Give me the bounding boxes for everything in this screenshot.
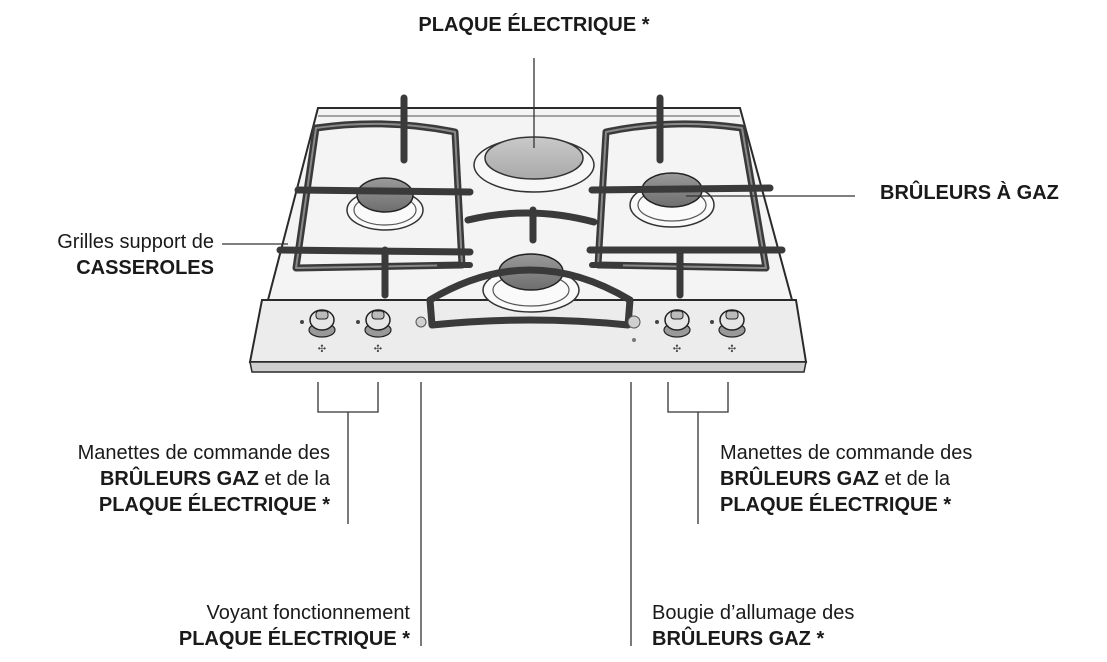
label-spark-plug-line2: BRÛLEURS GAZ * — [652, 628, 825, 650]
indicator-light — [415, 316, 427, 328]
label-indicator: Voyant fonctionnement PLAQUE ÉLECTRIQUE … — [100, 600, 410, 652]
gas-burner-center — [482, 253, 580, 313]
label-spark-plug-line1: Bougie d’allumage des — [652, 602, 855, 624]
label-indicator-line2: PLAQUE ÉLECTRIQUE * — [178, 628, 410, 650]
spark-plug — [627, 315, 641, 342]
panel-symbols: ✣ ✣ ✣ ✣ — [300, 320, 736, 355]
leader-lines — [222, 58, 855, 646]
label-gas-burners: BRÛLEURS À GAZ — [880, 180, 1059, 206]
label-knobs-right-line3: PLAQUE ÉLECTRIQUE * — [720, 494, 952, 516]
leader-knobs-left — [317, 382, 379, 524]
pan-support-grids — [276, 94, 786, 329]
label-knobs-left-line2-rest: et de la — [258, 468, 330, 490]
leader-knobs-right — [667, 382, 729, 524]
svg-text:✣: ✣ — [318, 344, 326, 355]
label-knobs-right-line2-rest: et de la — [878, 468, 951, 490]
label-indicator-line1: Voyant fonctionnement — [206, 602, 410, 624]
label-knobs-left-line1: Manettes de commande des — [77, 442, 330, 464]
label-knobs-right: Manettes de commande des BRÛLEURS GAZ et… — [720, 440, 972, 518]
label-spark-plug: Bougie d’allumage des BRÛLEURS GAZ * — [652, 600, 854, 652]
electric-plate — [473, 136, 595, 193]
label-electric-plate-top-text: PLAQUE ÉLECTRIQUE * — [418, 14, 650, 36]
label-gas-burners-text: BRÛLEURS À GAZ — [880, 182, 1059, 204]
label-knobs-left-line2-bold: BRÛLEURS GAZ — [99, 468, 259, 490]
label-grids-line2: CASSEROLES — [76, 257, 214, 279]
knob-4 — [718, 309, 746, 338]
label-electric-plate-top: PLAQUE ÉLECTRIQUE * — [334, 12, 734, 38]
label-knobs-right-line2-bold: BRÛLEURS GAZ — [720, 468, 879, 490]
knob-1 — [308, 309, 336, 338]
knob-3 — [663, 309, 691, 338]
label-grids: Grilles support de CASSEROLES — [10, 229, 214, 281]
label-knobs-left-line3: PLAQUE ÉLECTRIQUE * — [98, 494, 330, 516]
label-knobs-right-line1: Manettes de commande des — [720, 442, 973, 464]
label-knobs-left: Manettes de commande des BRÛLEURS GAZ et… — [20, 440, 330, 518]
svg-text:✣: ✣ — [374, 344, 382, 355]
svg-text:✣: ✣ — [728, 344, 736, 355]
svg-text:✣: ✣ — [673, 344, 681, 355]
label-grids-line1: Grilles support de — [57, 231, 214, 253]
knob-2 — [364, 309, 392, 338]
